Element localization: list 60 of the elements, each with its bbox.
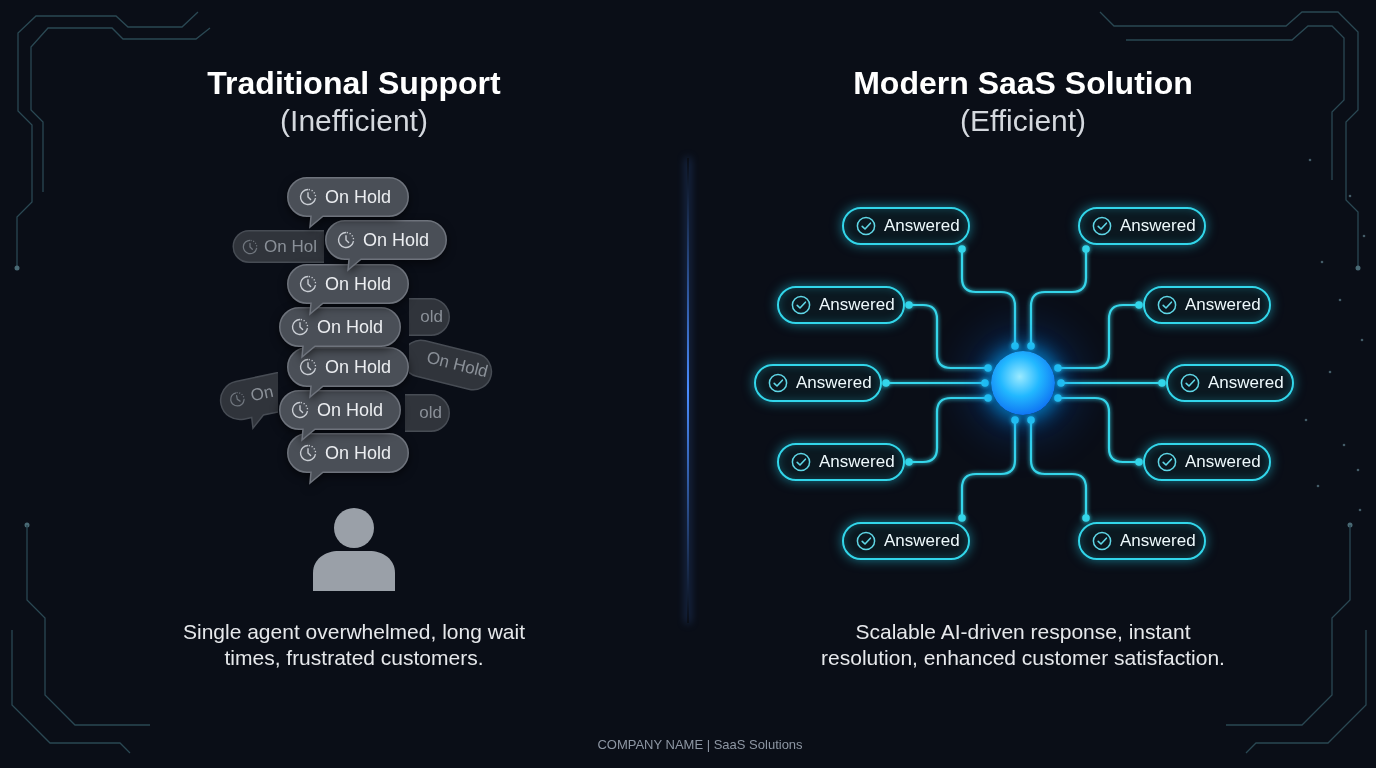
footer-text: COMPANY NAME | SaaS Solutions [597,737,803,753]
status-text: Answered [1120,216,1196,236]
faded-speech-bubble [409,338,495,392]
caption-text: Single agent overwhelmed, long wait times, frustrated customers. [181,619,526,671]
status-text: Answered [796,373,872,393]
connector-line [1054,394,1143,466]
status-pill [777,443,905,481]
status-text: Answered [819,452,895,472]
connector-line [1054,301,1143,372]
connector-line [958,245,1019,350]
panel-subtitle: (Inefficient) [280,103,428,139]
status-pill [754,364,882,402]
message-text: On Hold [325,357,392,377]
speech-bubble [287,433,409,485]
message-text: On Hold [424,347,490,383]
speech-bubble [287,264,409,316]
panel-subtitle: (Efficient) [959,103,1087,139]
message-text: On Hold [317,317,384,337]
panel-title: Modern SaaS Solution [853,64,1193,102]
connector-line [905,394,992,466]
connector-line [1057,379,1166,387]
status-text: Answered [1120,531,1196,551]
speech-bubble [279,390,401,442]
message-text: On [248,381,276,407]
glowing-orb [991,351,1055,415]
status-pill [777,286,905,324]
status-pill [1078,522,1206,560]
status-pill [1143,443,1271,481]
speech-bubble [325,220,447,272]
status-pill [1078,207,1206,245]
message-text: old [419,403,442,423]
status-text: Answered [1185,452,1261,472]
status-pill [1166,364,1294,402]
status-text: Answered [1185,295,1261,315]
message-text: On Hold [325,274,392,294]
faded-speech-bubble [409,298,450,336]
caption-text: Scalable AI-driven response, instant resolution, enhanced customer satisfaction. [820,619,1226,671]
connector-line [882,379,989,387]
faded-speech-bubble [405,394,450,432]
status-pill [842,207,970,245]
panel-title: Traditional Support [207,64,501,102]
connector-line [1027,245,1090,350]
message-text: On Hold [325,443,392,463]
status-pill [1143,286,1271,324]
speech-bubble [287,177,409,229]
connector-line [1027,416,1090,522]
message-text: On Hol [264,236,317,257]
status-text: Answered [884,216,960,236]
message-text: On Hold [363,230,430,250]
message-text: old [420,307,443,327]
speech-bubble [279,307,401,359]
message-text: On Hold [317,400,384,420]
status-pill [842,522,970,560]
connector-line [958,416,1019,522]
message-text: On Hold [325,187,392,207]
status-text: Answered [1208,373,1284,393]
status-text: Answered [884,531,960,551]
status-text: Answered [819,295,895,315]
faded-speech-bubble [232,230,324,263]
connector-line [905,301,992,372]
